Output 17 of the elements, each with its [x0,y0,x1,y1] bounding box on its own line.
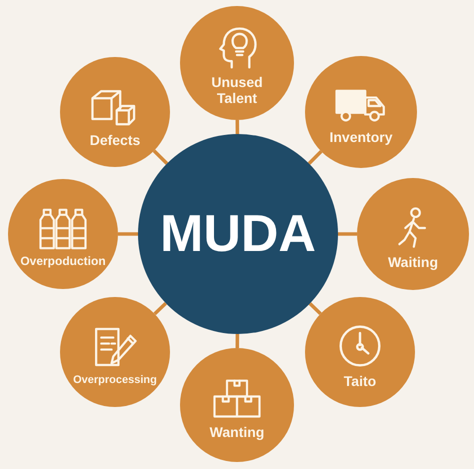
connector-line [236,334,240,348]
category-label: Waiting [388,254,438,270]
connector-line [236,120,240,134]
connector-line [308,150,322,165]
connector-line [338,232,357,236]
connector-line [153,302,168,316]
connector-line [308,302,322,316]
category-label: Defects [90,132,140,148]
category-label: Inventory [329,130,392,146]
connector-line [118,232,138,236]
center-title: MUDA [160,204,316,264]
category-label: Overprocessing [73,374,157,387]
category-label: Taito [344,374,376,390]
category-label: Wanting [210,424,264,440]
category-label: Unused Talent [210,74,264,106]
connector-line [152,149,168,165]
category-label: Overpoduction [20,254,106,268]
